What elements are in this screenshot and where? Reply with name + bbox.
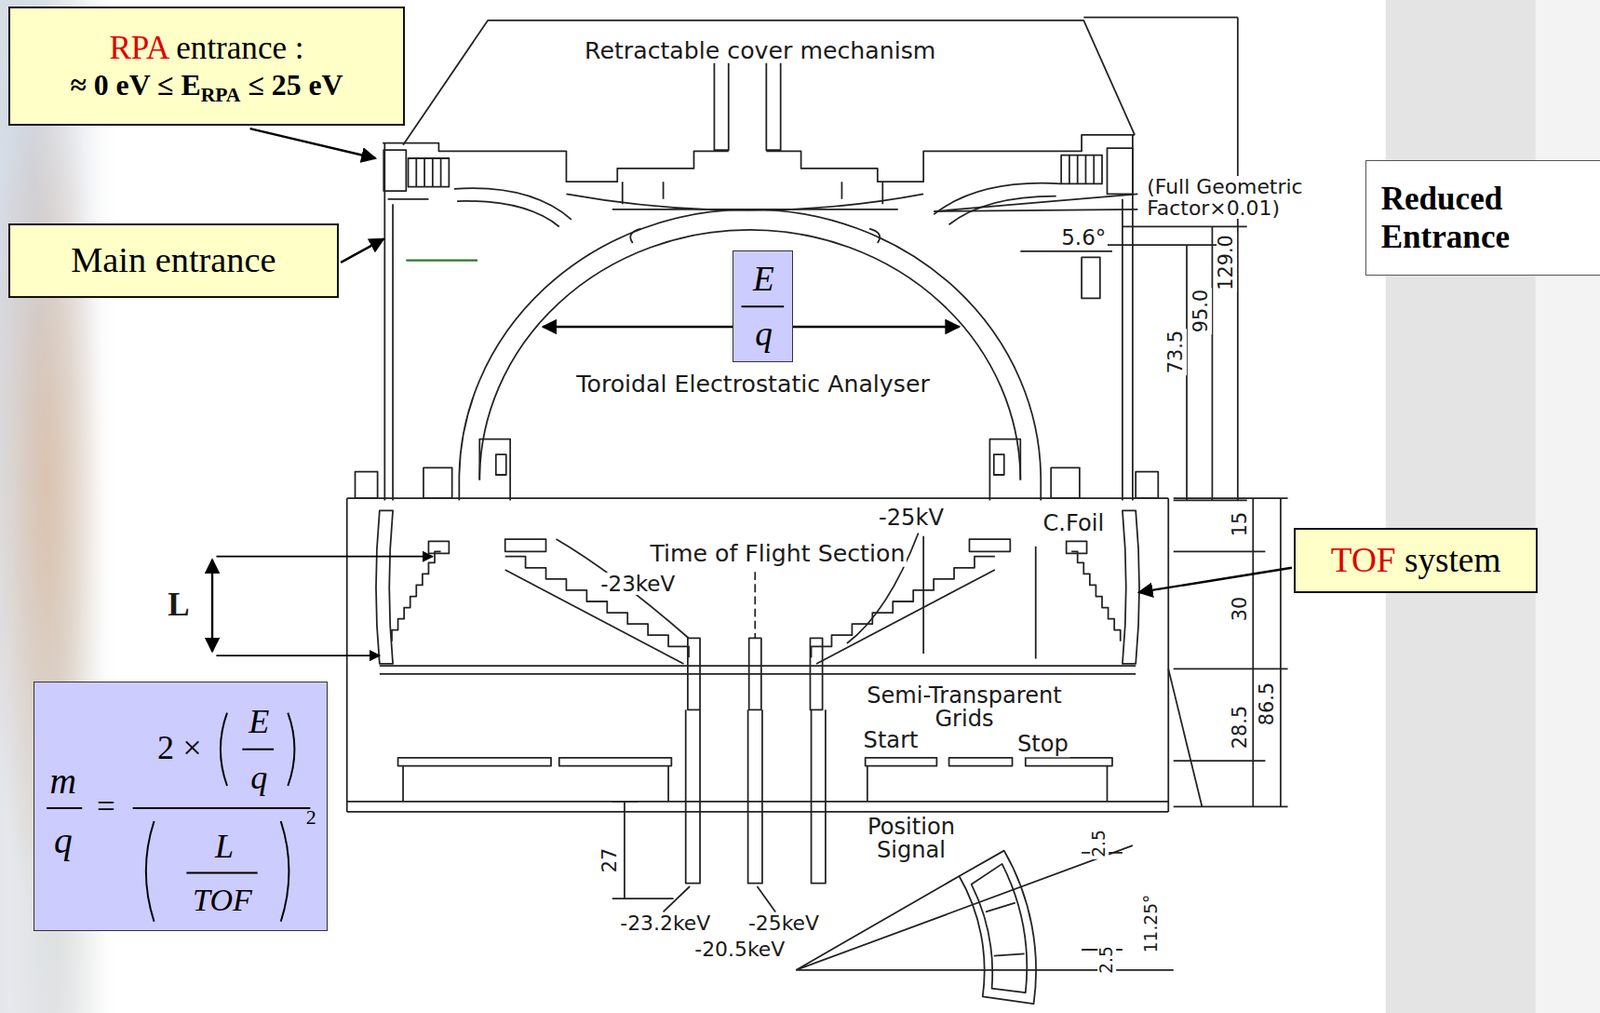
drawing-label: L [165, 588, 191, 623]
callout-box: Main entrance [8, 223, 339, 298]
drawing-label: (Full Geometric Factor×0.01) [1144, 175, 1349, 219]
callout-text: ≈ 0 eV ≤ ERPA ≤ 25 eV [69, 67, 343, 104]
side-panel [1385, 0, 1536, 1013]
callout-box: RPA entrance :≈ 0 eV ≤ ERPA ≤ 25 eV [8, 6, 405, 126]
drawing-label: Time of Flight Section [647, 541, 907, 566]
dimension-label: 129.0 [1216, 232, 1237, 293]
dimension-label: 95.0 [1192, 287, 1213, 335]
formula-symbol: 2 × [157, 730, 202, 765]
formula-box: mq=2 ×EqLTOF2 [33, 681, 328, 930]
drawing-label: Position Signal [845, 815, 977, 863]
formula-symbol: L [215, 829, 234, 863]
formula-symbol: q [250, 760, 268, 794]
callout-text: Reduced Entrance [1381, 179, 1587, 257]
drawing-label: -23.2keV [618, 913, 713, 935]
formula-symbol: q [754, 317, 773, 352]
drawing-label: C.Foil [1040, 512, 1106, 537]
formula-symbol: E [752, 262, 775, 297]
drawing-label: Toroidal Electrostatic Analyser [574, 372, 931, 397]
quantity-box: Eq [732, 250, 794, 364]
drawing-label: Stop [1015, 733, 1071, 757]
dimension-label: 2.5 [1098, 943, 1117, 976]
dimension-label: 30 [1230, 594, 1251, 623]
drawing-label: Retractable cover mechanism [582, 39, 938, 64]
drawing-label: -20.5keV [692, 938, 787, 960]
callout-box: TOF system [1293, 527, 1538, 593]
drawing-label: -25keV [746, 913, 821, 935]
formula-symbol: TOF [192, 884, 253, 916]
callout-box: Reduced Entrance [1365, 160, 1600, 276]
dimension-label: 28.5 [1230, 702, 1251, 750]
callout-text: RPA entrance : [108, 28, 304, 68]
dimension-label: 73.5 [1166, 328, 1187, 376]
dimension-label: 2.5 [1089, 827, 1109, 860]
callout-text: Main entrance [70, 239, 276, 282]
dimension-label: 86.5 [1257, 680, 1278, 727]
drawing-label: -25kV [876, 506, 946, 530]
dimension-label: 27 [600, 846, 621, 874]
drawing-label: Semi-Transparent Grids [852, 683, 1076, 731]
formula-symbol: 2 [306, 806, 317, 828]
callout-arrows [212, 128, 1292, 656]
formula-symbol: q [53, 823, 73, 861]
formula-symbol: = [96, 791, 116, 824]
formula-symbol: E [248, 704, 269, 739]
drawing-lines [347, 17, 1289, 1004]
formula-symbol: m [50, 763, 78, 800]
side-panel [1535, 0, 1600, 1013]
drawing-label: Start [861, 728, 921, 753]
dimension-label: 15 [1230, 510, 1251, 538]
callout-text: TOF system [1331, 539, 1502, 581]
drawing-label: -23keV [598, 572, 677, 595]
fraction-strokes [34, 682, 327, 929]
green-mark [405, 259, 478, 262]
dimension-label: 11.25° [1142, 892, 1161, 955]
drawing-label: 5.6° [1059, 226, 1108, 249]
